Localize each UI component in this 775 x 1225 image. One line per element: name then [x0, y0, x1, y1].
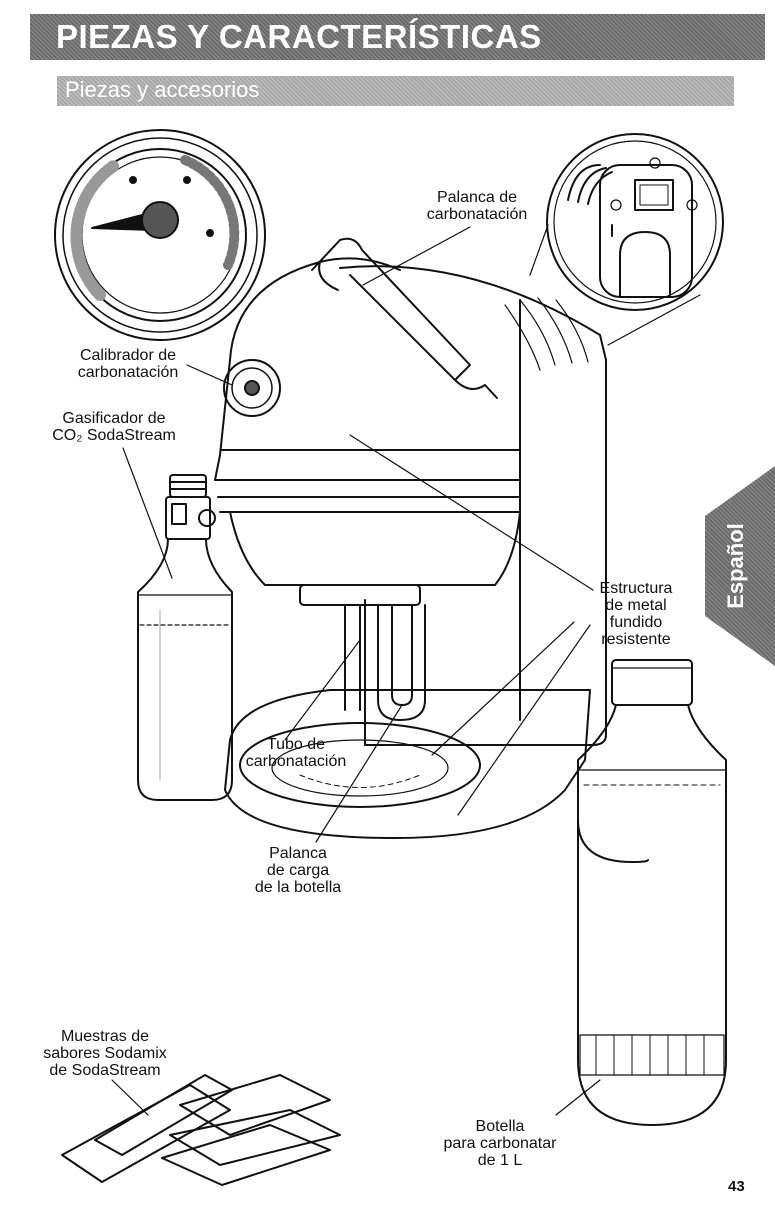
label-carbonation-tube: Tubo de carbonatación	[245, 736, 347, 770]
flavor-samples-drawing	[61, 1074, 341, 1186]
section-header: PIEZAS Y CARACTERÍSTICAS	[30, 14, 765, 60]
label-carbonating-bottle: Botella para carbonatar de 1 L	[443, 1118, 557, 1169]
machine-drawing	[214, 237, 607, 839]
co2-cylinder-drawing	[137, 474, 233, 801]
carbonating-bottle-drawing	[577, 659, 727, 1126]
subsection-title: Piezas y accesorios	[65, 77, 260, 102]
label-flavor-samples: Muestras de sabores Sodamix de SodaStrea…	[43, 1028, 167, 1079]
label-carbonation-lever: Palanca de carbonatación	[426, 189, 528, 223]
label-metal-frame: Estructura de metal fundido resistente	[599, 580, 673, 648]
section-title: PIEZAS Y CARACTERÍSTICAS	[56, 18, 542, 55]
label-bottle-loading-lever: Palanca de carga de la botella	[254, 845, 342, 896]
subsection-header: Piezas y accesorios	[57, 76, 734, 106]
page-number: 43	[728, 1178, 745, 1195]
label-co2-cylinder: Gasificador de CO₂ SodaStream	[52, 410, 176, 444]
gauge-detail-inset	[54, 129, 266, 341]
back-panel-detail-inset	[546, 133, 724, 311]
label-carbonation-gauge: Calibrador de carbonatación	[77, 347, 179, 381]
callout-leader-lines	[111, 224, 701, 1116]
